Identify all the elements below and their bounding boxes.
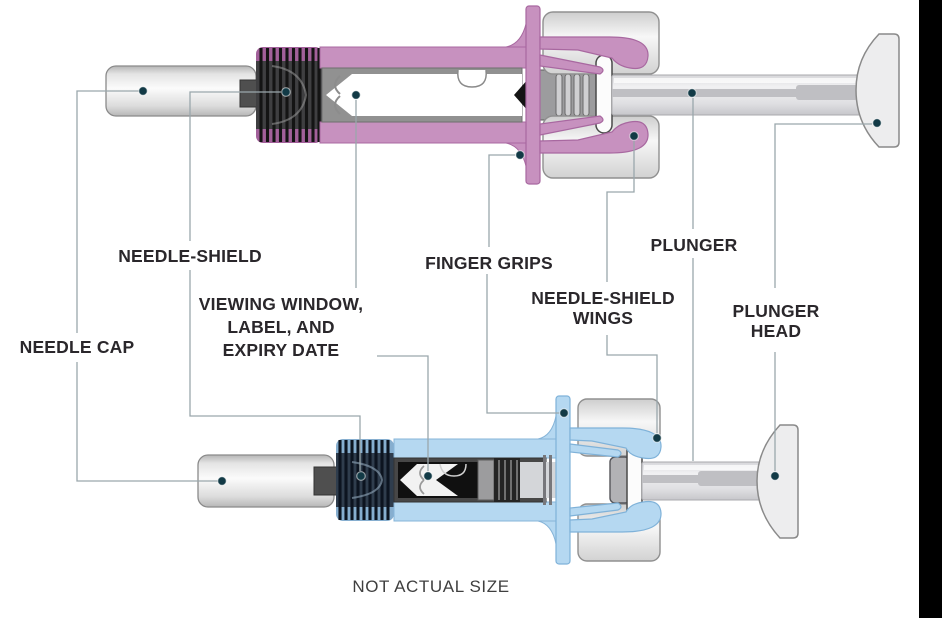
dot-top-needle-shield xyxy=(281,87,291,97)
label-needle-shield-wings: NEEDLE-SHIELD WINGS xyxy=(531,288,675,328)
dot-bottom-needle-cap xyxy=(217,476,227,486)
dot-bottom-plunger-head xyxy=(770,471,780,481)
top-viewing-window xyxy=(321,67,536,123)
bottom-needle-shield xyxy=(336,439,394,521)
right-black-bar xyxy=(919,0,942,618)
bottom-needle-hub xyxy=(313,466,341,496)
leader-lines xyxy=(76,90,872,482)
leader-finger-grips-top xyxy=(488,154,515,247)
top-needle-shield-wings xyxy=(525,5,649,185)
bottom-viewing-window xyxy=(393,455,556,505)
bottom-needle-shield-wings xyxy=(555,395,662,565)
leader-needle-cap-bottom xyxy=(76,362,218,482)
leader-needle-shield-bottom xyxy=(189,270,361,471)
bottom-plunger-rod xyxy=(641,461,769,501)
label-needle-cap: NEEDLE CAP xyxy=(19,337,135,357)
dot-top-plunger xyxy=(687,88,697,98)
leader-viewing-window-bottom xyxy=(377,355,429,471)
dot-top-viewing-window xyxy=(351,90,361,100)
top-plunger-head xyxy=(855,33,900,148)
dot-top-wings xyxy=(629,131,639,141)
label-needle-shield: NEEDLE-SHIELD xyxy=(118,246,262,266)
dot-top-finger-grips xyxy=(515,150,525,160)
not-actual-size-note: NOT ACTUAL SIZE xyxy=(352,577,510,596)
label-plunger-head: PLUNGER HEAD xyxy=(732,301,820,341)
label-finger-grips: FINGER GRIPS xyxy=(425,253,553,273)
bottom-syringe-illustration xyxy=(197,395,799,565)
dot-bottom-viewing-window xyxy=(423,471,433,481)
top-plunger-threads xyxy=(535,69,599,121)
label-plunger: PLUNGER xyxy=(650,235,738,255)
bottom-plunger-head xyxy=(756,424,799,539)
dot-bottom-needle-shield xyxy=(356,471,366,481)
leader-wings-bottom xyxy=(606,335,658,433)
dot-bottom-wings xyxy=(652,433,662,443)
bottom-blue-sleeve xyxy=(393,415,557,545)
callout-dots xyxy=(138,86,882,486)
leader-plunger-head-top xyxy=(774,123,872,288)
leader-wings-top xyxy=(606,141,635,282)
dot-top-needle-cap xyxy=(138,86,148,96)
top-pink-sleeve xyxy=(319,23,527,167)
leader-needle-cap-top xyxy=(76,90,139,333)
dot-top-plunger-head xyxy=(872,118,882,128)
top-plunger-rod xyxy=(611,74,863,116)
label-viewing-window: VIEWING WINDOW, LABEL, AND EXPIRY DATE xyxy=(198,294,364,360)
dot-bottom-finger-grips xyxy=(559,408,569,418)
leader-needle-shield-top xyxy=(189,91,281,241)
leader-finger-grips-bottom xyxy=(486,274,559,414)
top-syringe-illustration xyxy=(105,5,900,185)
